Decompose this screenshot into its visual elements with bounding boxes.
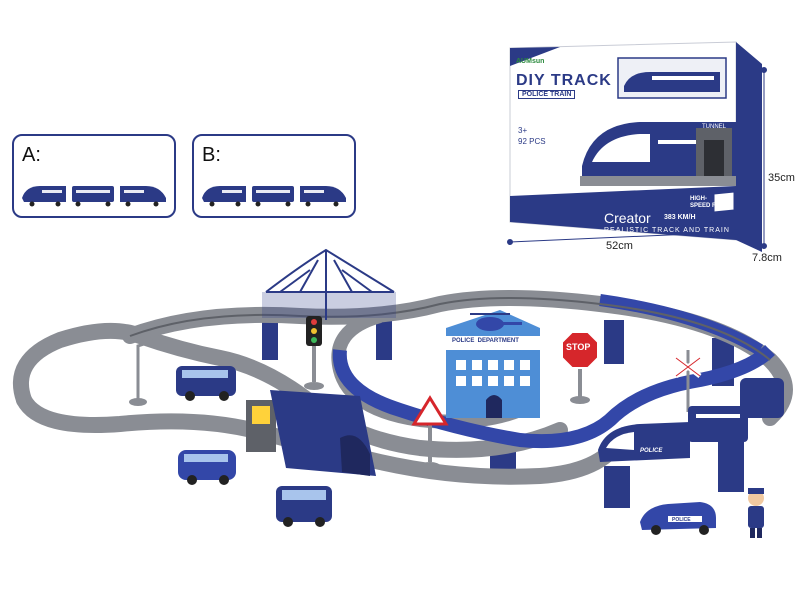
dimension-lines xyxy=(507,67,767,249)
dimension-height: 35cm xyxy=(768,172,795,184)
box-title: DIY TRACK xyxy=(516,72,612,89)
box-pieces: 92 PCS xyxy=(518,137,546,146)
option-b-card[interactable]: B: xyxy=(192,134,356,218)
option-b-train-image xyxy=(202,186,346,207)
box-tunnel-label: TUNNEL xyxy=(702,124,727,130)
box-badge-line1: HIGH- xyxy=(690,196,707,202)
box-badge-line2: SPEED RAIL xyxy=(690,203,727,209)
van-2 xyxy=(178,450,236,485)
box-train-label: POLICE xyxy=(606,154,633,161)
product-box xyxy=(509,41,762,252)
train-label: POLICE xyxy=(640,448,663,454)
option-a-card[interactable]: A: xyxy=(12,134,176,218)
stop-sign-text: STOP xyxy=(566,342,591,352)
box-tagline: REALISTIC TRACK AND TRAIN xyxy=(604,227,730,234)
box-age: 3+ xyxy=(518,126,528,135)
box-brand: AUMsun xyxy=(516,58,545,65)
track-set-scene xyxy=(12,248,793,538)
option-a-train-image xyxy=(22,186,166,207)
van-1 xyxy=(176,366,236,401)
station-sign: POLICE DEPARTMENT xyxy=(452,338,519,344)
box-speed: 383 KM/H xyxy=(664,214,696,221)
box-subtitle: POLICE TRAIN xyxy=(518,90,576,99)
van-3 xyxy=(276,486,332,527)
dimension-width: 52cm xyxy=(606,240,633,252)
option-b-label: B: xyxy=(202,144,221,166)
option-a-label: A: xyxy=(22,144,41,166)
police-car-label: POLICE xyxy=(672,517,691,523)
dimension-depth: 7.8cm xyxy=(752,252,782,264)
box-series: Creator xyxy=(604,210,651,226)
